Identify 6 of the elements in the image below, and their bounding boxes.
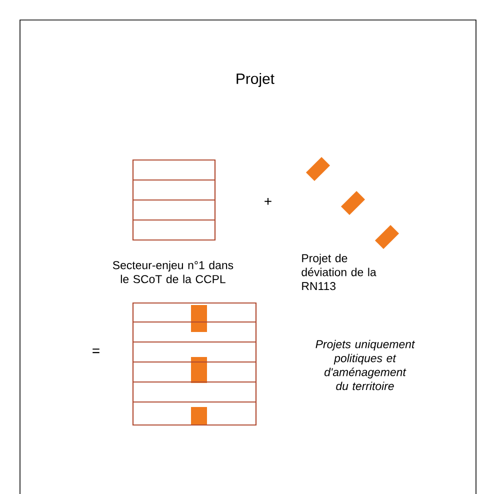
title: Projet — [236, 73, 274, 87]
operator-sign: + — [264, 198, 272, 205]
caption: Projet de déviation de la RN113 — [302, 254, 376, 290]
italic-caption: Projets uniquement politiques et d'aménagement du territoire — [316, 340, 416, 390]
caption: Secteur-enjeu n°1 dans le SCoT de la CCPL — [112, 260, 234, 284]
operator-sign: = — [92, 348, 100, 354]
